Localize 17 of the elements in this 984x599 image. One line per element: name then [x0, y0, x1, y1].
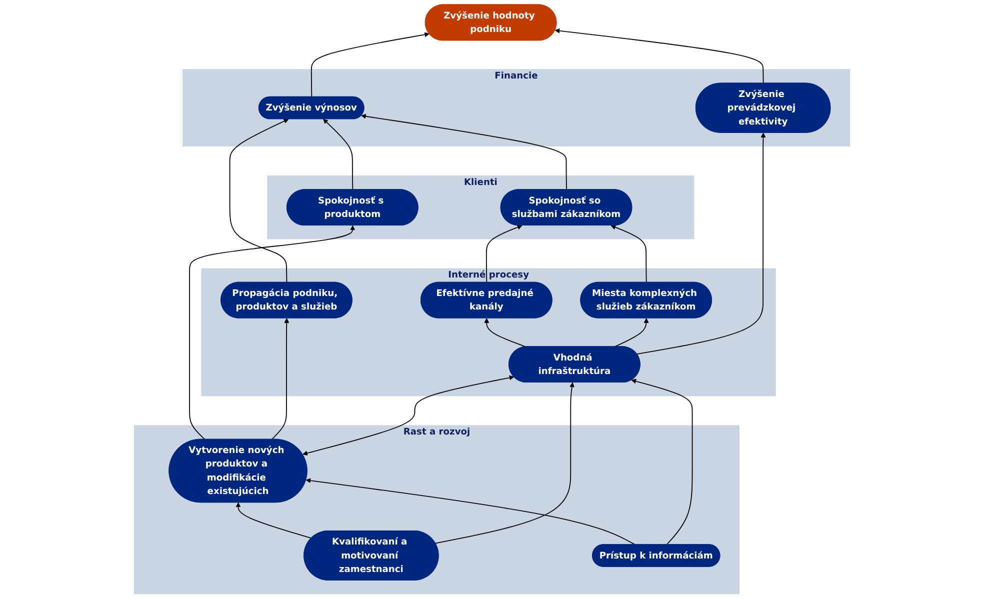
- arrow: [434, 382, 574, 544]
- arrow: [484, 318, 526, 348]
- arrow: [271, 318, 290, 440]
- arrow: [310, 32, 430, 98]
- arrow: [189, 225, 356, 440]
- arrow: [306, 478, 636, 546]
- arrow: [636, 132, 766, 354]
- arrow: [229, 118, 289, 283]
- arrow: [302, 375, 514, 456]
- arrow: [610, 224, 647, 283]
- arrow: [554, 28, 764, 84]
- arrow: [631, 378, 693, 546]
- arrow: [361, 114, 567, 190]
- arrow: [614, 318, 649, 348]
- arrow: [486, 224, 522, 283]
- arrow: [236, 502, 312, 539]
- arrow: [323, 118, 354, 190]
